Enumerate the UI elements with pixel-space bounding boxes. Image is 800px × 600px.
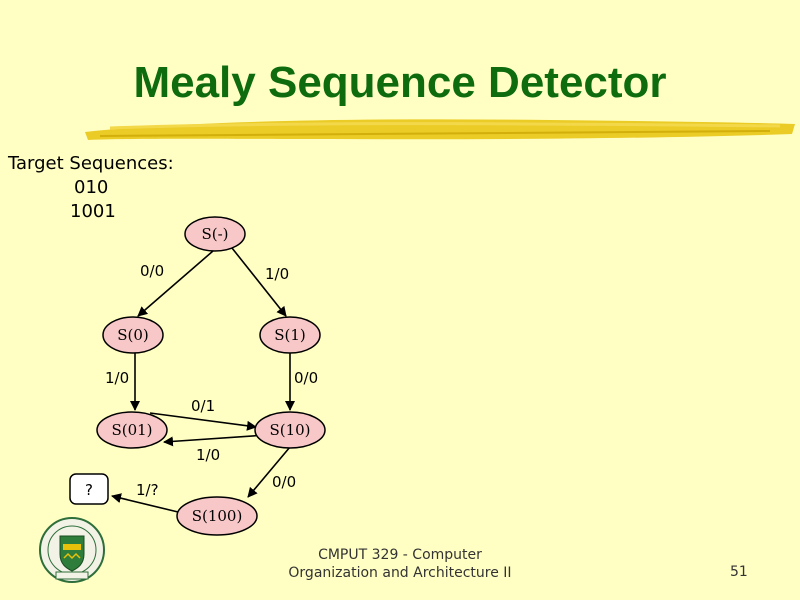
targets-heading: Target Sequences: [8,153,174,174]
slide-footer: CMPUT 329 - Computer Organization and Ar… [250,546,550,582]
svg-text:S(0): S(0) [117,326,149,344]
svg-text:S(-): S(-) [201,225,228,243]
label-s100-to-unknown: 1/? [136,481,159,499]
edge-s100-to-unknown [111,493,179,513]
edge-s10-to-s100 [247,446,291,498]
footer-line-1: CMPUT 329 - Computer [318,547,482,563]
brush-stroke-divider [85,119,795,140]
footer-line-2: Organization and Architecture II [288,565,512,581]
target-sequence-1: 010 [74,177,109,198]
edge-init-to-s0 [137,250,214,317]
target-sequences: Target Sequences: 010 1001 [8,152,174,224]
state-s0: S(0) [102,316,164,354]
page-number: 51 [730,564,748,580]
state-s10: S(10) [254,411,326,449]
label-init-to-s1: 1/0 [265,265,289,283]
svg-text:S(100): S(100) [192,507,243,525]
label-init-to-s0: 0/0 [140,262,164,280]
edge-s01-to-s10 [149,412,257,431]
label-s10-to-s100: 0/0 [272,473,296,491]
state-unknown: ? [69,473,109,505]
university-crest-logo [39,517,105,583]
label-s1-to-s10: 0/0 [294,369,318,387]
label-s10-to-s01: 1/0 [196,446,220,464]
svg-text:S(01): S(01) [111,421,152,439]
label-s01-to-s10: 0/1 [191,397,215,415]
target-sequence-2: 1001 [70,201,116,222]
edge-init-to-s1 [231,247,287,317]
state-s100: S(100) [176,496,258,536]
slide-title: Mealy Sequence Detector [133,58,667,107]
svg-text:S(10): S(10) [269,421,310,439]
state-s01: S(01) [96,411,168,449]
state-init: S(-) [184,216,246,252]
label-s0-to-s01: 1/0 [105,369,129,387]
state-s1: S(1) [259,316,321,354]
svg-text:S(1): S(1) [274,326,306,344]
svg-text:?: ? [85,481,93,499]
